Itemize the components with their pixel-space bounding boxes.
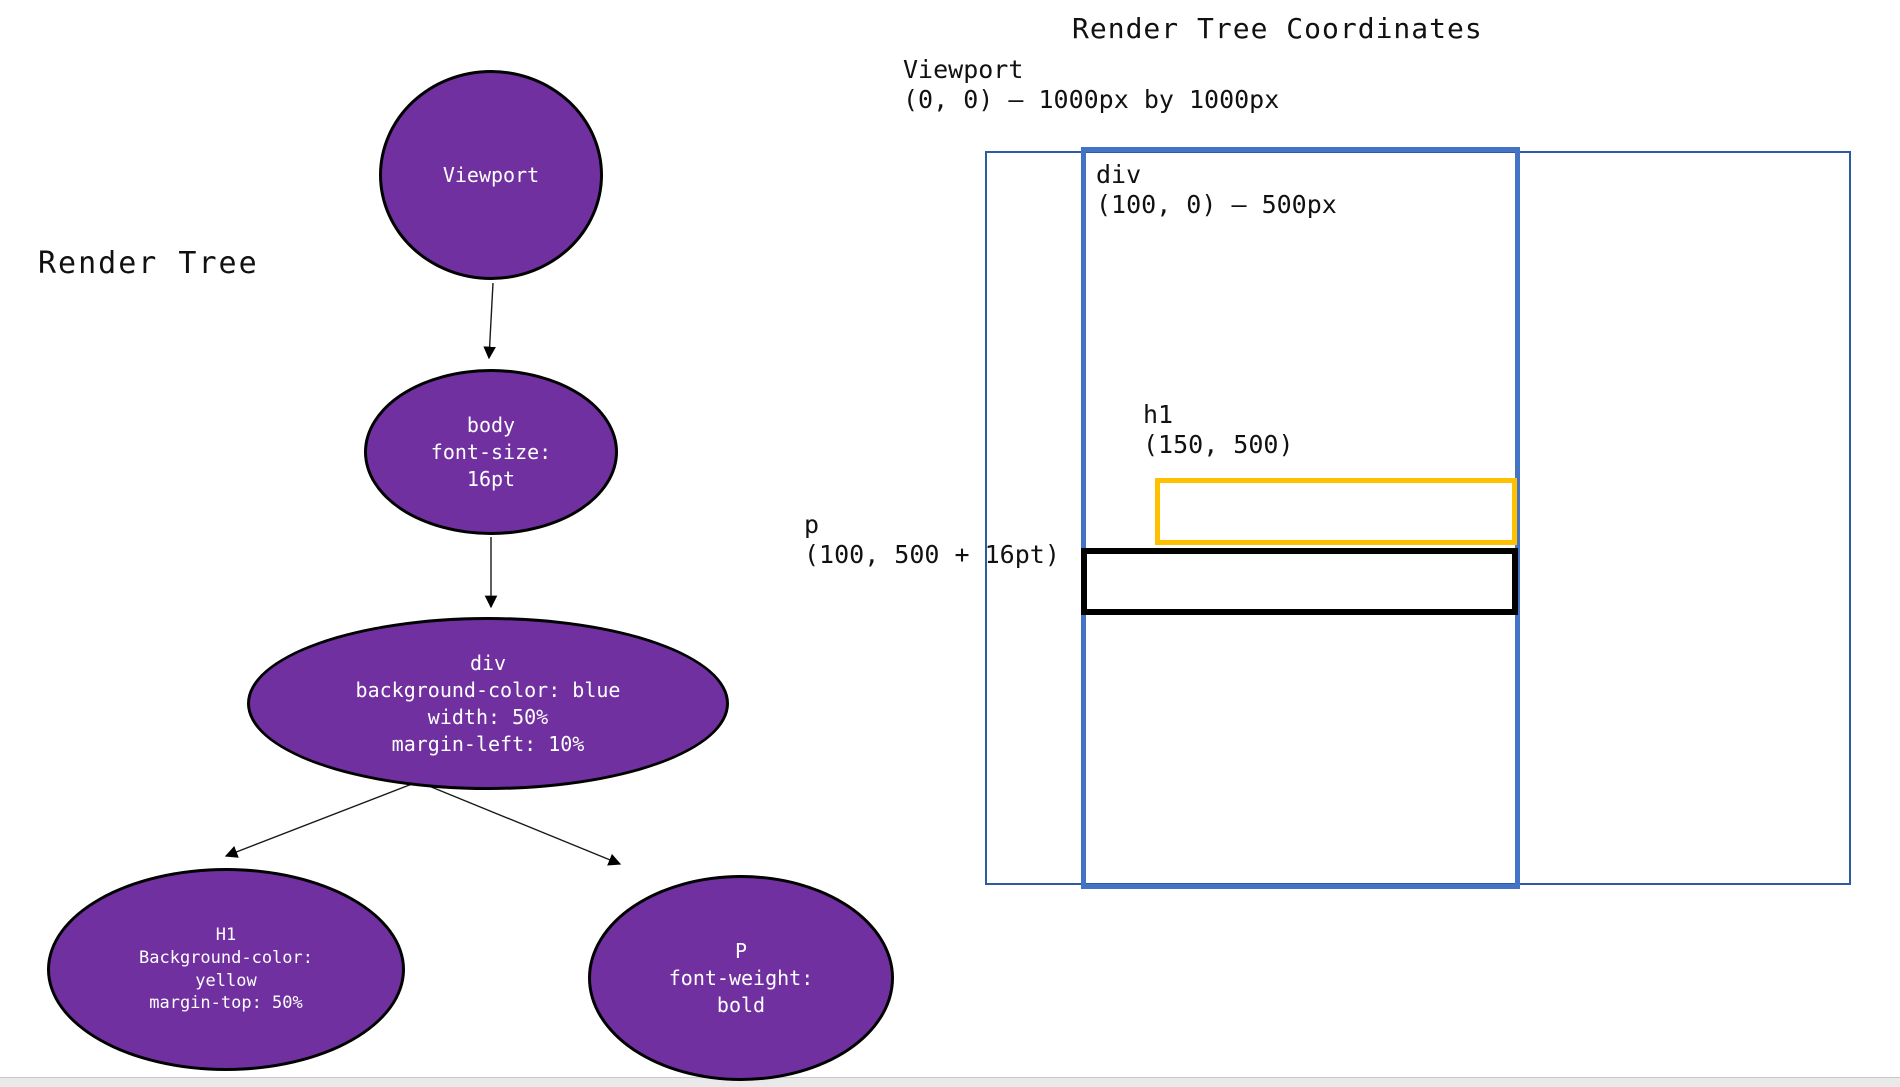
arrow-div-to-p bbox=[423, 783, 622, 866]
tree-node-viewport-label: Viewport bbox=[442, 162, 540, 187]
p-coords-label: p (100, 500 + 16pt) bbox=[804, 510, 1060, 569]
render-tree-title: Render Tree bbox=[38, 246, 259, 281]
tree-node-p: P font-weight: bold bbox=[588, 875, 894, 1081]
p-rect bbox=[1081, 548, 1518, 615]
tree-node-h1-label: H1 Background-color: yellow margin-top: … bbox=[139, 924, 313, 1014]
viewport-coords-label: Viewport (0, 0) – 1000px by 1000px bbox=[903, 55, 1280, 114]
tree-node-h1: H1 Background-color: yellow margin-top: … bbox=[47, 868, 405, 1071]
arrow-div-to-h1 bbox=[224, 783, 413, 858]
arrow-viewport-to-body bbox=[483, 282, 496, 360]
bottom-window-edge bbox=[0, 1077, 1900, 1087]
tree-node-div: div background-color: blue width: 50% ma… bbox=[247, 617, 729, 790]
tree-node-div-label: div background-color: blue width: 50% ma… bbox=[355, 650, 621, 756]
tree-node-body: body font-size: 16pt bbox=[364, 369, 618, 535]
coordinates-title: Render Tree Coordinates bbox=[1072, 12, 1483, 45]
div-rect bbox=[1081, 147, 1520, 889]
h1-coords-label: h1 (150, 500) bbox=[1143, 400, 1294, 459]
tree-node-p-label: P font-weight: bold bbox=[668, 938, 814, 1017]
tree-node-viewport: Viewport bbox=[379, 70, 603, 280]
div-coords-label: div (100, 0) – 500px bbox=[1096, 160, 1337, 219]
tree-node-body-label: body font-size: 16pt bbox=[430, 412, 552, 491]
h1-rect bbox=[1155, 478, 1517, 545]
